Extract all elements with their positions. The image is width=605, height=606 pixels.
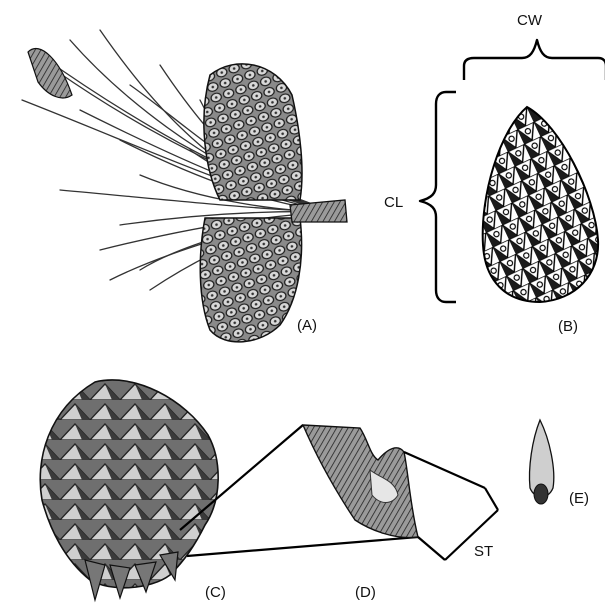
frame-line-4 bbox=[418, 537, 445, 560]
cw-brace bbox=[464, 40, 605, 80]
label-e: (E) bbox=[569, 490, 589, 507]
label-b: (B) bbox=[558, 318, 578, 335]
label-d: (D) bbox=[355, 584, 376, 601]
label-cw: CW bbox=[517, 12, 543, 29]
panel-d-magnified-scale bbox=[180, 425, 498, 560]
lower-cone bbox=[200, 218, 301, 342]
zoom-line-bottom bbox=[187, 537, 418, 556]
label-cl: CL bbox=[384, 194, 403, 211]
seed-body bbox=[534, 484, 548, 504]
frame-line-1 bbox=[404, 452, 485, 488]
panel-c-open-cone bbox=[40, 380, 218, 600]
cone-outline bbox=[483, 107, 598, 302]
cl-brace bbox=[420, 92, 456, 302]
panel-e-seed bbox=[529, 420, 553, 504]
magnified-scale-detail bbox=[303, 425, 418, 538]
label-c: (C) bbox=[205, 584, 226, 601]
upper-cone bbox=[204, 64, 302, 200]
panel-b-cone-drawing bbox=[420, 40, 605, 302]
frame-line-2 bbox=[485, 488, 498, 510]
panel-a-branch-illustration bbox=[22, 30, 347, 342]
label-st: ST bbox=[474, 543, 493, 560]
label-a: (A) bbox=[297, 317, 317, 334]
